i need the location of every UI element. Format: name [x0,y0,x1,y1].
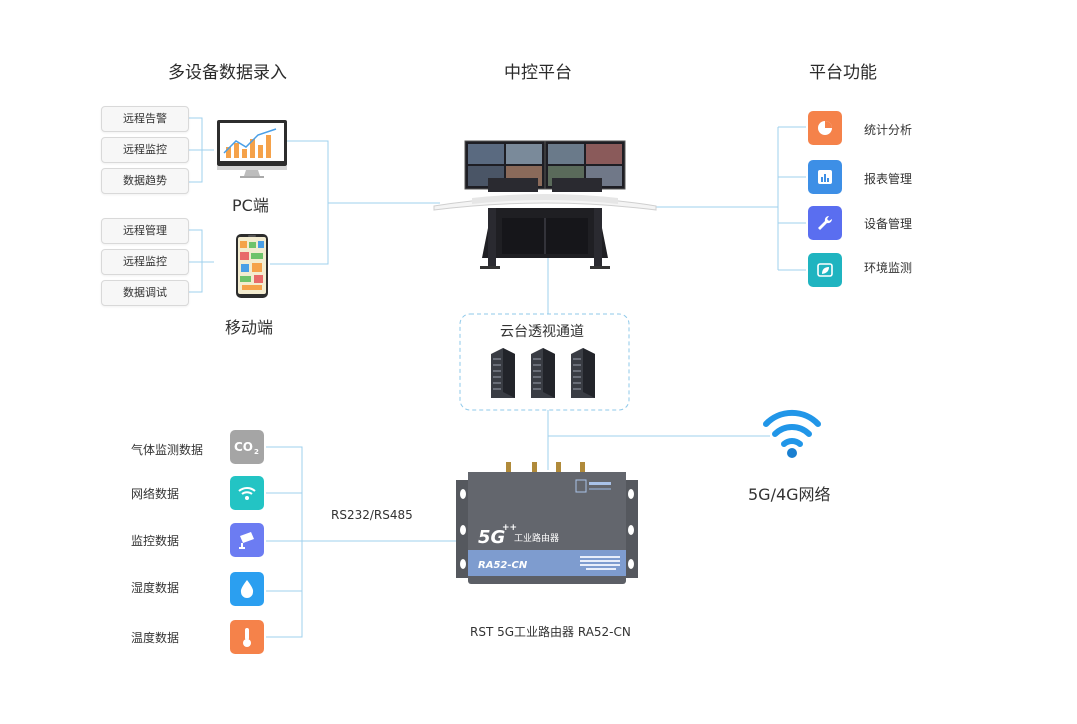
pc-item-data-trend: 数据趋势 [101,168,189,194]
protocol-label: RS232/RS485 [331,508,413,522]
data-source-label-gas: 气体监测数据 [131,443,204,457]
pc-label: PC端 [232,196,269,215]
wifi-icon [230,476,264,510]
cloud-channel-label: 云台透视通道 [500,324,584,340]
pc-monitor-icon [216,119,288,183]
water-drop-icon [230,572,264,606]
feature-label-report: 报表管理 [864,172,913,186]
cloud-box [459,313,630,411]
thermometer-icon [230,620,264,654]
leaf-icon [808,253,842,287]
network-label: 5G/4G网络 [748,485,831,504]
wifi-signal-icon [762,406,822,466]
server-rack-icon [489,346,603,404]
feature-label-env: 环境监测 [864,261,913,275]
data-source-label-humidity: 湿度数据 [131,581,180,595]
svg-text:2: 2 [254,448,259,456]
svg-text:RA52-CN: RA52-CN [478,560,528,571]
router-device-image: RA52-CN 5G ++ 工业路由器 [456,460,638,592]
data-source-label-monitor: 监控数据 [131,534,180,548]
svg-text:工业路由器: 工业路由器 [514,532,559,544]
data-source-label-network: 网络数据 [131,487,180,501]
svg-text:++: ++ [502,523,517,533]
router-caption: RST 5G工业路由器 RA52-CN [470,625,631,639]
mobile-phone-icon [235,233,269,303]
features-section-title: 平台功能 [809,63,877,83]
mobile-item-remote-monitor: 远程监控 [101,249,189,275]
mobile-label: 移动端 [225,318,274,337]
camera-icon [230,523,264,557]
feature-label-stats: 统计分析 [864,123,913,137]
pie-chart-icon [808,111,842,145]
center-section-title: 中控平台 [504,63,572,83]
wrench-icon [808,206,842,240]
mobile-item-data-debug: 数据调试 [101,280,189,306]
control-console-image [432,138,658,278]
bar-report-icon [808,160,842,194]
feature-label-device: 设备管理 [864,217,913,231]
mobile-item-remote-manage: 远程管理 [101,218,189,244]
pc-item-remote-alarm: 远程告警 [101,106,189,132]
data-source-label-temperature: 温度数据 [131,631,180,645]
svg-text:CO: CO [234,440,253,454]
pc-item-remote-monitor: 远程监控 [101,137,189,163]
input-section-title: 多设备数据录入 [168,63,287,83]
svg-text:5G: 5G [478,527,505,548]
